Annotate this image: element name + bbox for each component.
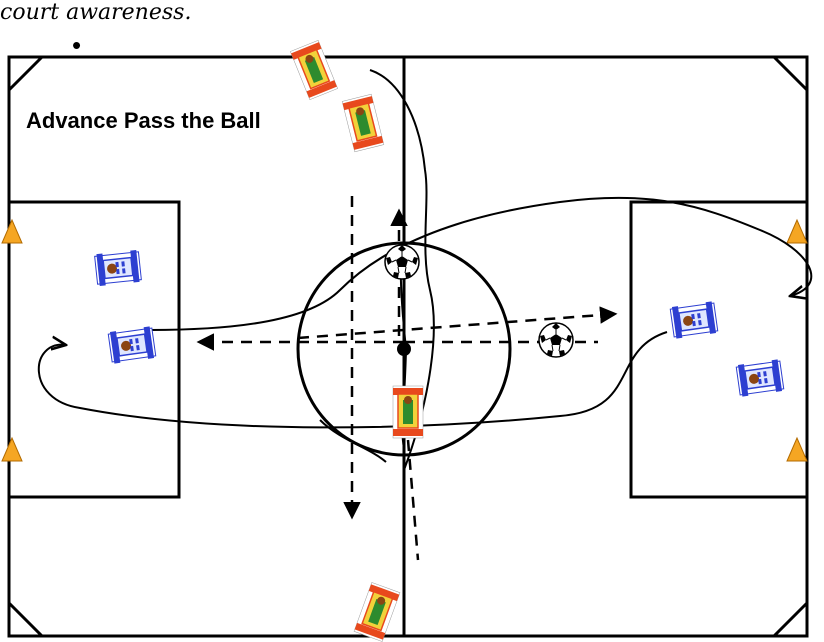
- red-robot-car-icon: [341, 93, 385, 153]
- blue-robot-car-icon: [735, 358, 785, 398]
- drill-title: Advance Pass the Ball: [26, 108, 261, 133]
- right-penalty-box: [629, 200, 809, 499]
- bullet-marker: •: [72, 30, 82, 60]
- run-path-top-loop: [369, 69, 435, 471]
- caption-text: court awareness.: [0, 0, 192, 25]
- cone-icon: [1, 436, 23, 462]
- corner-arc-top-right: [772, 55, 809, 92]
- run-path-right-loop: [149, 196, 813, 331]
- center-spot: [397, 342, 411, 356]
- cone-icon: [786, 436, 808, 462]
- cone-icon: [1, 218, 23, 244]
- cone-icon: [786, 218, 808, 244]
- soccer-ball-icon: [384, 244, 420, 280]
- blue-robot-car-icon: [107, 325, 157, 365]
- red-robot-car-icon: [289, 39, 339, 101]
- blue-robot-car-icon: [93, 249, 143, 287]
- red-robot-car-icon: [353, 581, 401, 642]
- corner-arc-bottom-right: [772, 601, 809, 638]
- corner-arc-bottom-left: [7, 601, 44, 638]
- left-penalty-box: [7, 200, 181, 499]
- run-path-left-loop: [37, 331, 668, 429]
- blue-robot-car-icon: [669, 300, 719, 340]
- red-robot-car-icon: [392, 385, 424, 439]
- corner-arc-top-left: [7, 55, 44, 92]
- dashed-run-line: [406, 439, 420, 561]
- pass-arrow-right: [297, 306, 618, 340]
- run-path-bottom: [319, 419, 387, 463]
- soccer-ball-icon: [538, 322, 574, 358]
- center-circle: [296, 241, 512, 457]
